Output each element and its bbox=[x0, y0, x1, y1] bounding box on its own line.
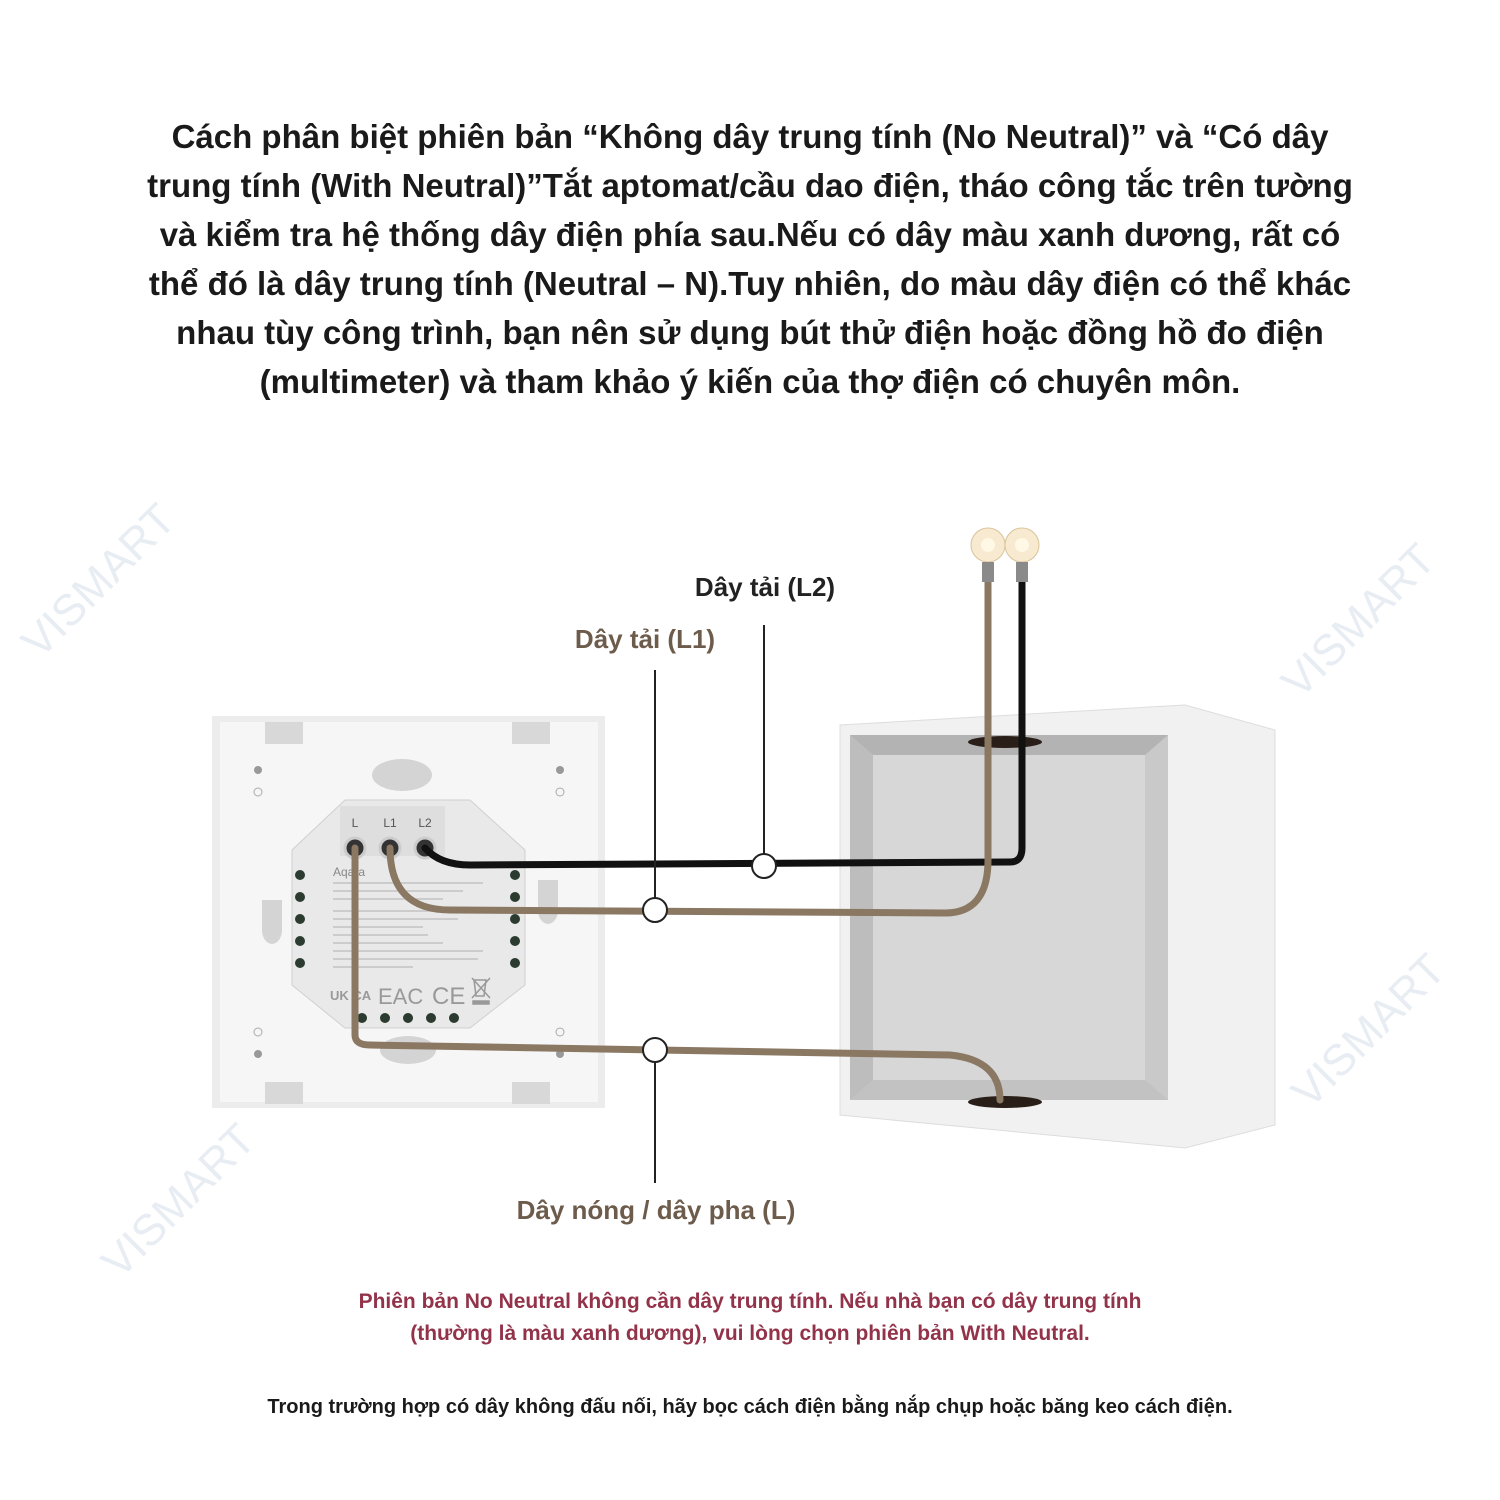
svg-text:VISMART: VISMART bbox=[1272, 535, 1444, 707]
callout-marker-l2 bbox=[751, 853, 777, 879]
label-live-l: Dây nóng / dây pha (L) bbox=[517, 1195, 796, 1225]
note-line: (thường là màu xanh dương), vui lòng chọ… bbox=[410, 1322, 1090, 1345]
switch-module: L L1 L2 Aqara UK CA EAC CE bbox=[291, 799, 526, 1029]
eac-mark: EAC bbox=[378, 984, 423, 1009]
footer-note: Trong trường hợp có dây không đấu nối, h… bbox=[267, 1396, 1233, 1418]
label-load-l1: Dây tải (L1) bbox=[575, 624, 715, 654]
note-line: Phiên bản No Neutral không cần dây trung… bbox=[358, 1290, 1142, 1313]
brand-logo: Aqara bbox=[333, 865, 365, 879]
neutral-note: Phiên bản No Neutral không cần dây trung… bbox=[150, 1286, 1350, 1350]
title-line: trung tính (With Neutral)”Tắt aptomat/cầ… bbox=[147, 167, 1353, 204]
terminal-label-l1: L1 bbox=[383, 816, 397, 830]
callout-lines bbox=[654, 625, 765, 1183]
title-line: (multimeter) và tham khảo ý kiến của thợ… bbox=[259, 363, 1241, 400]
svg-text:VISMART: VISMART bbox=[12, 495, 184, 667]
title-line: Cách phân biệt phiên bản “Không dây trun… bbox=[171, 118, 1329, 155]
ukca-mark: UK CA bbox=[330, 988, 372, 1003]
svg-text:VISMART: VISMART bbox=[1282, 945, 1454, 1117]
terminal-label-l: L bbox=[352, 816, 359, 830]
light-bulb-icon bbox=[1004, 527, 1040, 582]
light-bulb-icon bbox=[970, 527, 1006, 582]
wire-l1-brown bbox=[386, 576, 992, 917]
junction-box bbox=[839, 704, 1276, 1149]
title-line: và kiểm tra hệ thống dây điện phía sau.N… bbox=[159, 216, 1341, 253]
label-load-l2: Dây tải (L2) bbox=[695, 572, 835, 602]
callout-marker-l1 bbox=[642, 897, 668, 923]
ce-mark: CE bbox=[432, 983, 465, 1010]
bottom-hole bbox=[968, 1096, 1042, 1108]
terminal-label-l2: L2 bbox=[418, 816, 432, 830]
title-line: thể đó là dây trung tính (Neutral – N).T… bbox=[148, 265, 1352, 302]
wire-l-brown bbox=[351, 844, 1004, 1104]
svg-text:VISMART: VISMART bbox=[92, 1115, 264, 1287]
callout-marker-l bbox=[642, 1037, 668, 1063]
top-hole bbox=[968, 736, 1042, 748]
weee-bin-icon bbox=[471, 977, 491, 1005]
title-line: nhau tùy công trình, bạn nên sử dụng bút… bbox=[176, 314, 1324, 351]
page-title: Cách phân biệt phiên bản “Không dây trun… bbox=[60, 112, 1440, 406]
wire-l2-black bbox=[421, 576, 1026, 869]
